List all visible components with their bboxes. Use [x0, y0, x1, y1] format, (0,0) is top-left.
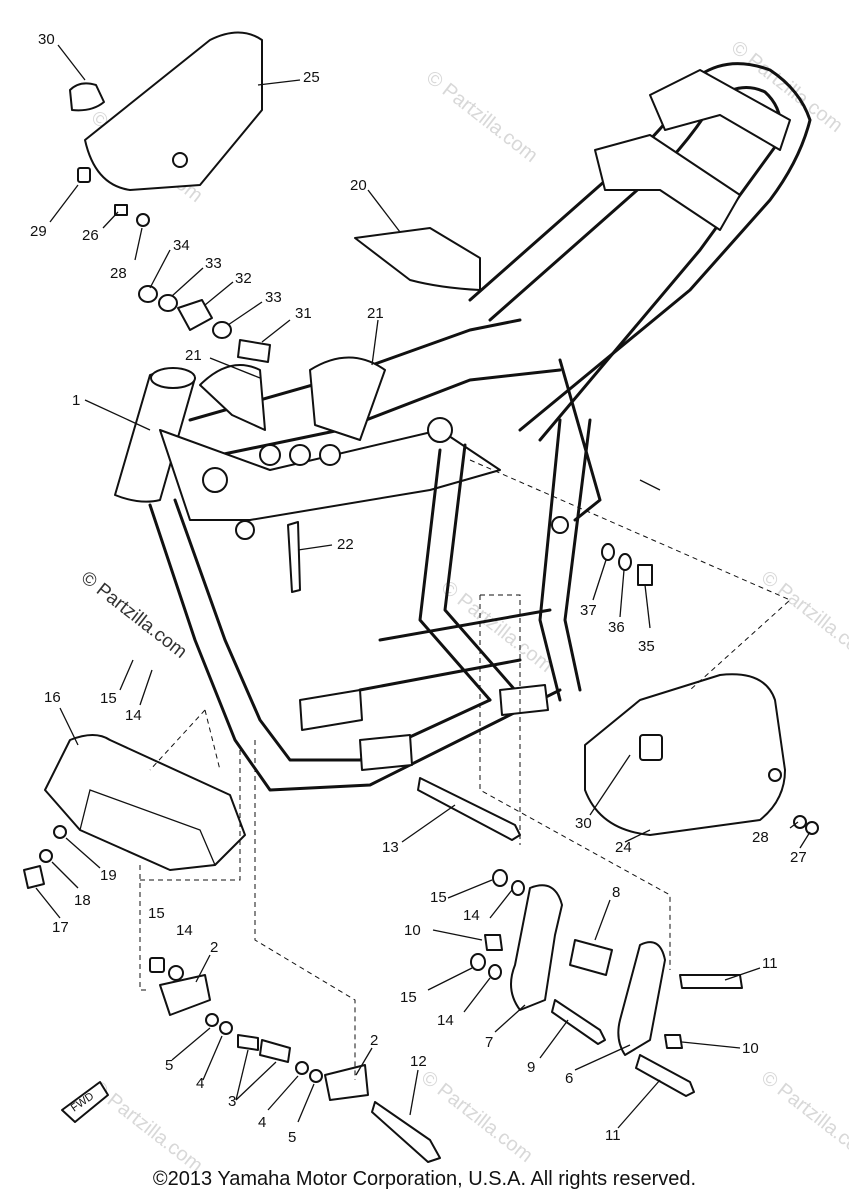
callout-13: 13: [382, 839, 399, 856]
watermark-6: © Partzilla.com: [757, 567, 849, 667]
callout-11b: 11: [605, 1127, 621, 1144]
callout-10a: 10: [404, 922, 421, 939]
plate-20: [354, 227, 481, 291]
callout-2b: 2: [370, 1032, 378, 1049]
callout-19: 19: [100, 867, 117, 884]
callout-15c: 15: [430, 889, 447, 906]
callout-15d: 15: [400, 989, 417, 1006]
side-cover-lower: [584, 673, 819, 836]
clamp-21: [199, 364, 266, 431]
callout-33b: 33: [265, 289, 282, 306]
callout-12: 12: [410, 1053, 427, 1070]
callout-21b: 21: [185, 347, 202, 364]
reference-lines: [139, 459, 791, 1080]
callout-22: 22: [337, 536, 354, 553]
fwd-arrow-icon: FWD: [61, 1081, 109, 1123]
watermark-1: © Partzilla.com: [422, 67, 542, 167]
callout-20: 20: [350, 177, 367, 194]
cable-tie-22: [287, 521, 301, 593]
callout-3: 3: [228, 1093, 236, 1110]
bolt-12: [371, 1101, 441, 1163]
callout-31: 31: [295, 305, 312, 322]
callout-32: 32: [235, 270, 252, 287]
callout-15a: 15: [100, 690, 117, 707]
bolt-13: [417, 777, 521, 841]
callout-18: 18: [74, 892, 91, 909]
leader-lines: [35, 44, 811, 1129]
engine-mount-assembly: [470, 869, 743, 1097]
callout-17: 17: [52, 919, 69, 936]
callout-14b: 14: [176, 922, 193, 939]
copyright-notice: ©2013 Yamaha Motor Corporation, U.S.A. A…: [152, 1168, 697, 1190]
callout-25: 25: [303, 69, 320, 86]
callout-2a: 2: [210, 939, 218, 956]
callout-27: 27: [790, 849, 807, 866]
callout-34: 34: [173, 237, 190, 254]
callout-37: 37: [580, 602, 597, 619]
bushing-stack: [138, 285, 271, 363]
callout-1: 1: [72, 392, 80, 409]
callout-7: 7: [485, 1034, 493, 1051]
callout-28a: 28: [110, 265, 127, 282]
clamp-21b: [309, 356, 386, 441]
callout-36: 36: [608, 619, 625, 636]
callout-6: 6: [565, 1070, 573, 1087]
callout-14a: 14: [125, 707, 142, 724]
callout-33a: 33: [205, 255, 222, 272]
callout-10b: 10: [742, 1040, 759, 1057]
callout-5b: 5: [288, 1129, 296, 1146]
callout-15b: 15: [148, 905, 165, 922]
watermark-4: © Partzilla.com: [77, 567, 191, 662]
callout-8: 8: [612, 884, 620, 901]
callout-4b: 4: [258, 1114, 266, 1131]
callout-labels: 30 25 29 26 28 34 33 32 33 31 20 21 21 1…: [30, 31, 807, 1146]
main-frame: [114, 62, 812, 792]
callout-21a: 21: [367, 305, 384, 322]
callout-24: 24: [615, 839, 632, 856]
callout-5a: 5: [165, 1057, 173, 1074]
watermark-9: © Partzilla.com: [757, 1067, 849, 1167]
callout-11a: 11: [762, 955, 778, 972]
callout-26: 26: [82, 227, 99, 244]
callout-30a: 30: [38, 31, 55, 48]
bolt-35-group: [601, 543, 653, 586]
callout-28b: 28: [752, 829, 769, 846]
engine-guard-16: [23, 734, 246, 889]
callout-14c: 14: [463, 907, 480, 924]
callout-4a: 4: [196, 1075, 204, 1092]
side-cover-upper: [69, 31, 263, 227]
callout-29: 29: [30, 223, 47, 240]
callout-35: 35: [638, 638, 655, 655]
callout-9: 9: [527, 1059, 535, 1076]
callout-30b: 30: [575, 815, 592, 832]
callout-14d: 14: [437, 1012, 454, 1029]
callout-16: 16: [44, 689, 61, 706]
